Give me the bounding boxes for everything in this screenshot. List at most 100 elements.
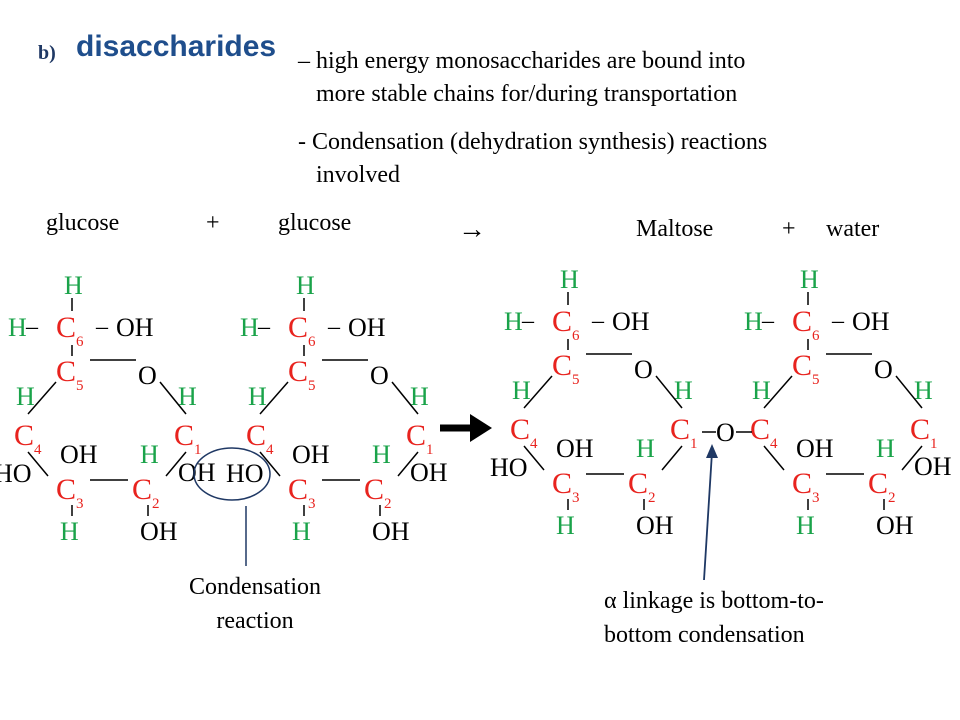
maltose-ring-2-c1-subscript: 1: [930, 436, 938, 452]
maltose-ring-2-c2: C: [868, 467, 888, 500]
maltose-ring-1-c5-subscript: 5: [572, 372, 580, 388]
maltose-ring-2-c2-oh: OH: [876, 511, 914, 540]
maltose-ring-1-c2-oh: OH: [636, 511, 674, 540]
glucose-1-o-c1-bond: [159, 381, 187, 415]
maltose-ring-2-ring-o: O: [874, 355, 893, 384]
maltose-ring-1-c6-left-h: H: [504, 307, 523, 336]
glucose-1-c6: C: [56, 311, 76, 344]
glucose-2-c1-side-h: H: [372, 440, 391, 469]
maltose-ring-2-c1-c2-bond: [901, 445, 923, 471]
slide-title: disaccharides: [76, 30, 277, 63]
maltose-ring-1-c1-subscript: 1: [690, 436, 698, 452]
section-letter: b): [38, 42, 56, 64]
maltose-ring-1-c6-right-dash: –: [591, 308, 605, 334]
glucose-1-c6-subscript: 6: [76, 334, 84, 350]
description-block-2: - Condensation (dehydration synthesis) r…: [298, 126, 767, 192]
glucose-1-c5-c4-bond: [27, 381, 57, 415]
alpha-caption-line-2: bottom condensation: [604, 622, 805, 648]
description-line-4: involved: [316, 162, 400, 188]
description-line-3: - Condensation (dehydration synthesis) r…: [298, 129, 768, 155]
glucose-1-c1-subscript: 1: [194, 442, 202, 458]
product-maltose: Maltose: [636, 216, 714, 242]
maltose-ring-2-c6-left-h: H: [744, 307, 763, 336]
glucose-1-c3-ho: HO: [0, 459, 32, 488]
reaction-arrow: →: [458, 214, 486, 245]
glucose-2-c2: C: [364, 473, 384, 506]
maltose-ring-1-c5: C: [552, 349, 572, 382]
maltose-ring-1-c5-c4-bond: [523, 375, 553, 409]
alpha-linkage-arrow-head: [706, 444, 718, 458]
maltose-ring-2-c4-subscript: 4: [770, 436, 778, 452]
glucose-1-c6-oh: OH: [116, 313, 154, 342]
maltose-ring-2-c5-subscript: 5: [812, 372, 820, 388]
maltose-ring-2-c6-left-dash: –: [761, 308, 775, 334]
glucose-1-c3-h: H: [60, 517, 79, 546]
glucose-2-c6: C: [288, 311, 308, 344]
glucose-1-c4-oh: OH: [60, 440, 98, 469]
maltose-ring-1-c4-oh: OH: [556, 434, 594, 463]
maltose-ring-2-c6: C: [792, 305, 812, 338]
glucose-2-ring-o: O: [370, 361, 389, 390]
glucose-2-c5-subscript: 5: [308, 378, 316, 394]
maltose-ring-2-c1-side-h: H: [876, 434, 895, 463]
condensation-caption: Condensation reaction: [130, 570, 380, 638]
maltose-ring-2-c2-subscript: 2: [888, 490, 896, 506]
glucose-1-c6-left-dash: –: [25, 314, 39, 340]
maltose-ring-1-c6: C: [552, 305, 572, 338]
glucose-2-c4: C: [246, 419, 266, 452]
glucose-2-c2-oh: OH: [372, 517, 410, 546]
glucose-1-c1: C: [174, 419, 194, 452]
maltose-ring-1-c1: C: [670, 413, 690, 446]
maltose-ring-1-c3-ho: HO: [490, 453, 528, 482]
glucose-1-c2-subscript: 2: [152, 496, 160, 512]
maltose-ring-1-c4-c3-bond: [523, 445, 545, 471]
description-line-2: more stable chains for/during transporta…: [316, 81, 738, 107]
glucose-2-c1-top-h: H: [410, 382, 429, 411]
plus-sign-2: +: [782, 216, 796, 242]
glucose-2-c3-subscript: 3: [308, 496, 316, 512]
maltose-ring-2-c4-oh: OH: [796, 434, 834, 463]
bold-arrow-head: [470, 414, 492, 442]
maltose-ring-1-c3: C: [552, 467, 572, 500]
glucose-2-c4-oh: OH: [292, 440, 330, 469]
maltose-ring-2-c4-c3-bond: [763, 445, 785, 471]
glucose-1-c5: C: [56, 355, 76, 388]
maltose-ring-2-c3-h: H: [796, 511, 815, 540]
glucose-1-ring-o: O: [138, 361, 157, 390]
glucose-2-c3: C: [288, 473, 308, 506]
condensation-caption-line-2: reaction: [216, 608, 294, 634]
glucose-1-c2-oh: OH: [140, 517, 178, 546]
glucose-1-c4-subscript: 4: [34, 442, 42, 458]
reactant-glucose-2: glucose: [278, 210, 352, 236]
maltose-ring-1-c3-h: H: [556, 511, 575, 540]
glucose-1-c3: C: [56, 473, 76, 506]
glucose-1-c6-right-dash: –: [95, 314, 109, 340]
maltose-ring-1-c4: C: [510, 413, 530, 446]
maltose-ring-1-c2: C: [628, 467, 648, 500]
glucose-2-c6-left-h: H: [240, 313, 259, 342]
glucose-2-c5: C: [288, 355, 308, 388]
glucose-2-c3-h: H: [292, 517, 311, 546]
description-line-1: – high energy monosaccharides are bound …: [298, 48, 746, 74]
glucose-2-c1-c2-bond: [397, 451, 419, 477]
maltose-ring-2-c3: C: [792, 467, 812, 500]
glucose-1-c4-c3-bond: [27, 451, 49, 477]
maltose-ring-1-c6-subscript: 6: [572, 328, 580, 344]
glucose-2-c3-ho: HO: [226, 459, 264, 488]
glycosidic-o: O: [716, 418, 735, 447]
maltose-ring-1-c3-subscript: 3: [572, 490, 580, 506]
maltose-ring-1-c1-top-h: H: [674, 376, 693, 405]
maltose-ring-2-c6-top-h: H: [800, 265, 819, 294]
maltose-ring-2-c4-top-h: H: [752, 376, 771, 405]
maltose-ring-2-c4: C: [750, 413, 770, 446]
product-water: water: [826, 216, 880, 242]
maltose-ring-1-c2-subscript: 2: [648, 490, 656, 506]
glucose-2-c6-oh: OH: [348, 313, 386, 342]
maltose-ring-1-c1-c2-bond: [661, 445, 683, 471]
glucose-2-c6-right-dash: –: [327, 314, 341, 340]
maltose-ring-1-c6-top-h: H: [560, 265, 579, 294]
maltose-ring-1-c4-subscript: 4: [530, 436, 538, 452]
maltose-ring-2-o-c1-bond: [895, 375, 923, 409]
